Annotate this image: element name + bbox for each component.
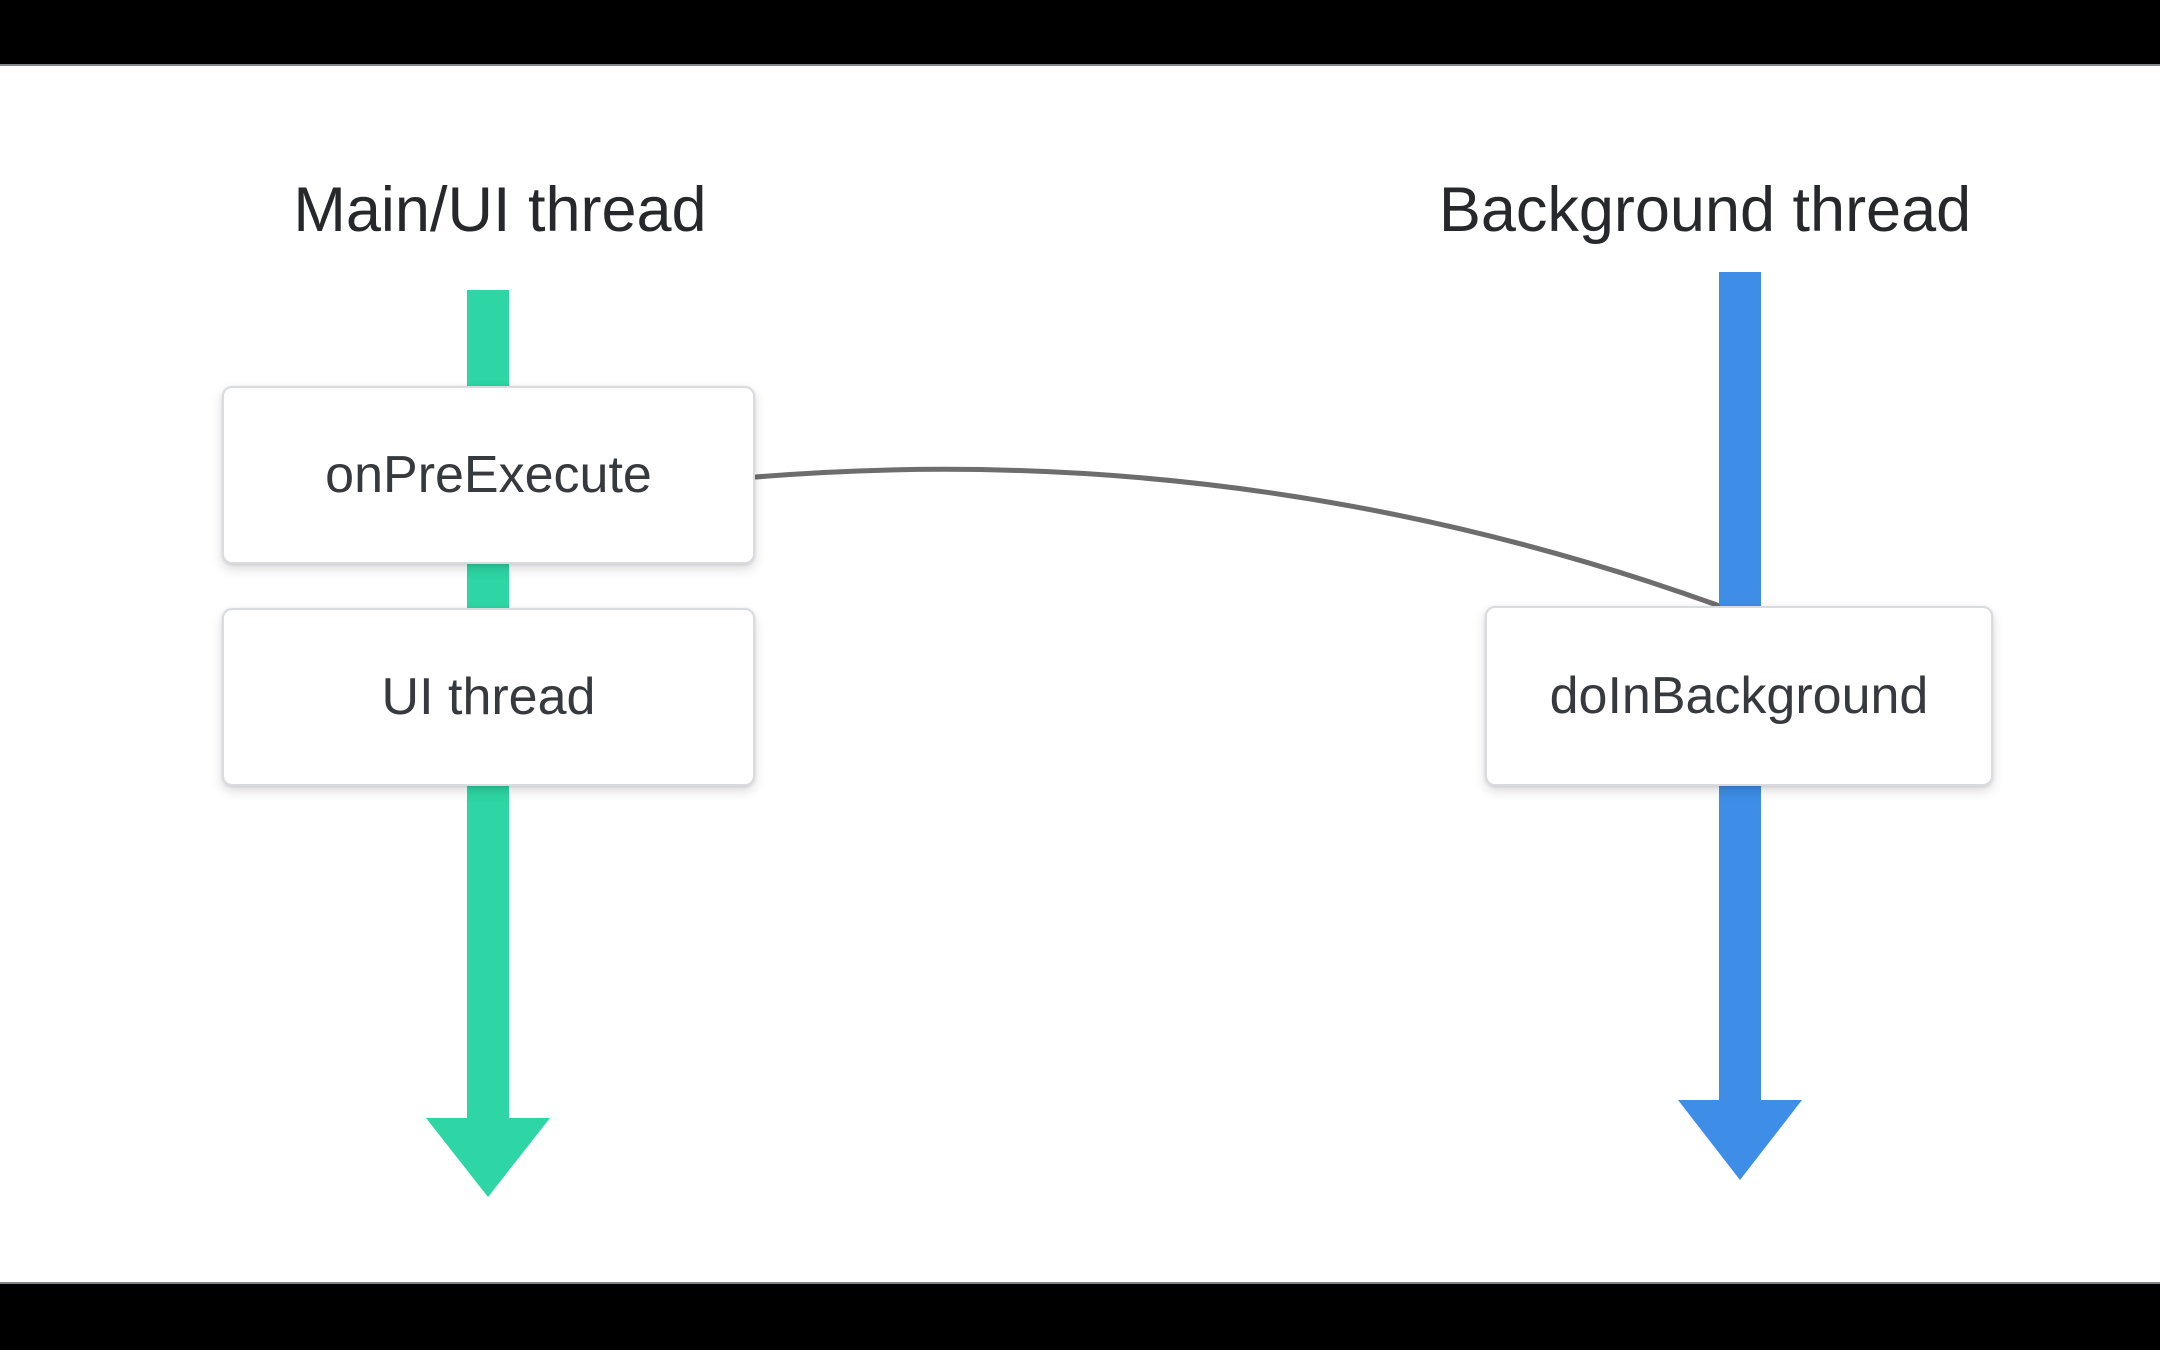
letterbox-top-bar [0, 0, 2160, 66]
letterbox-bottom-bar [0, 1282, 2160, 1350]
doinbackground-box: doInBackground [1485, 606, 1993, 786]
connector-curve [753, 466, 1720, 608]
background-thread-title: Background thread [1438, 175, 1972, 245]
ui-thread-label: UI thread [381, 668, 596, 726]
main-thread-title: Main/UI thread [293, 175, 707, 245]
ui-thread-box: UI thread [222, 608, 755, 786]
doinbackground-label: doInBackground [1549, 667, 1929, 725]
onpreexecute-label: onPreExecute [325, 446, 652, 504]
onpreexecute-box: onPreExecute [222, 386, 755, 564]
